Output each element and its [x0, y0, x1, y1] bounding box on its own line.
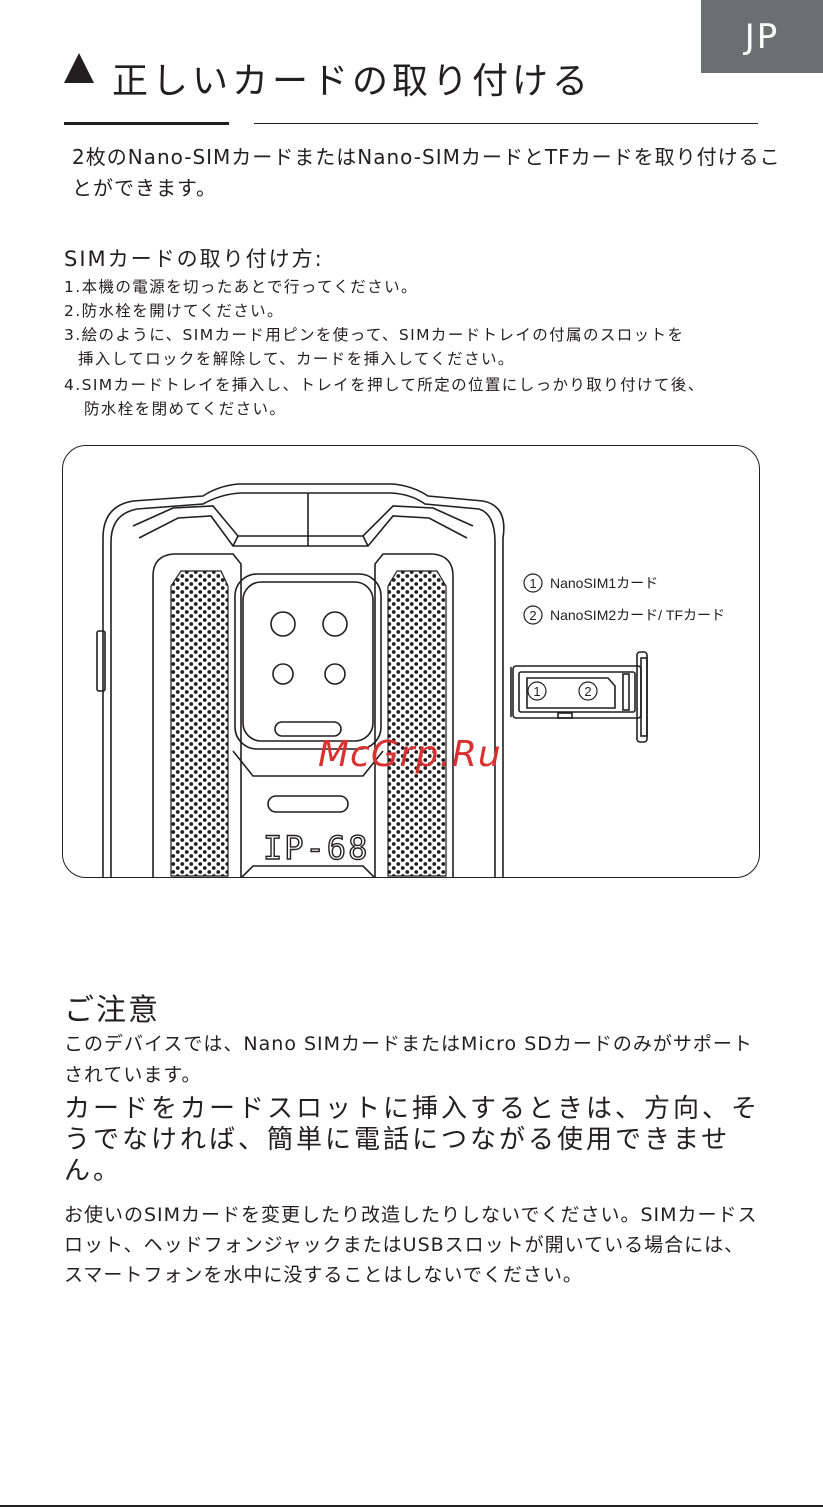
step-4-cont: 防水栓を閉めてください。: [84, 400, 287, 418]
bottom-rule: [0, 1505, 823, 1507]
callout-2-num: 2: [529, 608, 536, 623]
step-3-cont: 挿入してロックを解除して、カードを挿入してください。: [78, 350, 515, 368]
notice-heading: ご注意: [64, 993, 160, 1028]
installation-figure: 1 2 1 2 NanoSIM1カード NanoSIM2カード/ TFカード I…: [62, 445, 760, 878]
callout-2-marker: [523, 605, 543, 625]
callout-1-num: 1: [529, 576, 536, 591]
callout-2-text: NanoSIM2カード/ TFカード: [550, 607, 725, 623]
notice-paragraph-1: このデバイスでは、Nano SIMカードまたはMicro SDカードのみがサポー…: [64, 1033, 753, 1086]
page-title: 正しいカードの取り付ける: [112, 61, 593, 102]
step-4: 4.SIMカードトレイを挿入し、トレイを押して所定の位置にしっかり取り付けて後、: [64, 376, 705, 394]
step-1: 1.本機の電源を切ったあとで行ってください。: [64, 278, 418, 296]
phone-illustration: 1 2 1 2 NanoSIM1カード NanoSIM2カード/ TFカード I…: [96, 483, 725, 877]
install-steps: 1.本機の電源を切ったあとで行ってください。 2.防水栓を開けてください。 3.…: [64, 275, 784, 421]
tray-slot-2-marker: [578, 681, 598, 701]
intro-text: 2枚のNano-SIMカードまたはNano-SIMカードとTFカードを取り付ける…: [72, 145, 781, 200]
title-divider: [254, 123, 758, 124]
ip68-label: IP-68: [263, 829, 369, 867]
watermark: McGrp.Ru: [318, 734, 502, 775]
notice-warning: カードをカードスロットに挿入するときは、方向、そうでなければ、簡単に電話につなが…: [64, 1094, 761, 1186]
step-2: 2.防水栓を開けてください。: [64, 302, 284, 320]
triangle-icon: [64, 53, 94, 83]
callout-1-text: NanoSIM1カード: [550, 575, 658, 591]
tray-slot-1-marker: [527, 681, 547, 701]
callout-1-marker: [523, 573, 543, 593]
tray-slot-1-label: 1: [533, 684, 540, 699]
notice-paragraph-2: お使いのSIMカードを変更したり改造したりしないでください。SIMカードスロット…: [64, 1204, 758, 1286]
language-tab: JP: [701, 0, 823, 73]
tray-slot-2-label: 2: [584, 684, 591, 699]
step-3: 3.絵のように、SIMカード用ピンを使って、SIMカードトレイの付属のスロットを: [64, 326, 685, 344]
title-underline: [64, 122, 229, 125]
install-heading: SIMカードの取り付け方:: [64, 247, 324, 271]
